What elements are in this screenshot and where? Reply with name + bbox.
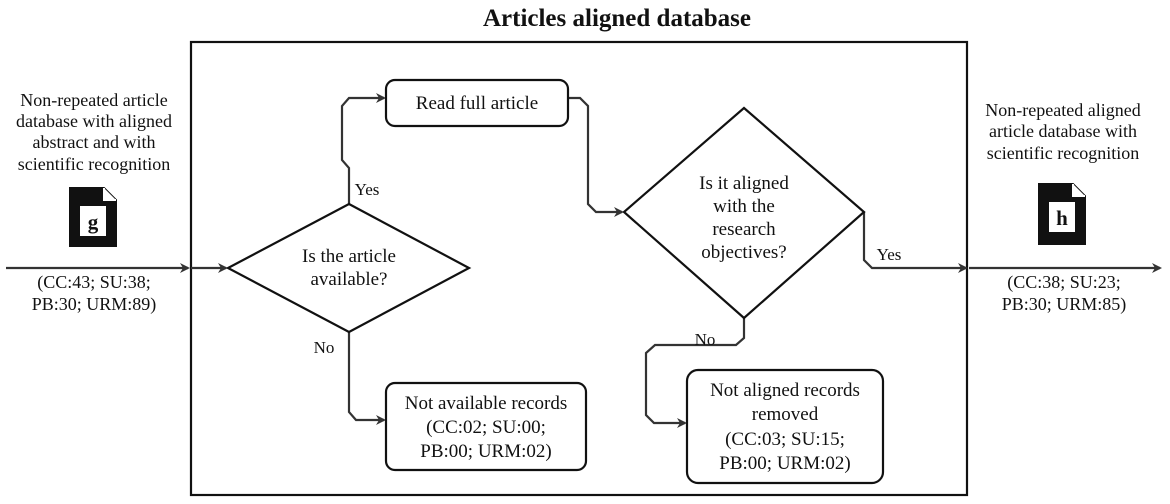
decision-text-line: Is the article xyxy=(302,246,396,267)
box-text-line: PB:00; URM:02) xyxy=(420,441,551,462)
box-text-line: Not available records xyxy=(405,393,567,414)
decision-text-line: objectives? xyxy=(701,242,786,263)
decision-text-line: with the xyxy=(713,196,775,217)
input-doc-letter: g xyxy=(88,210,99,234)
box-text-line: PB:00; URM:02) xyxy=(719,453,850,474)
diagram-title: Articles aligned database xyxy=(483,5,751,32)
decision-text-line: available? xyxy=(310,269,387,290)
output-counts-line: PB:30; URM:85) xyxy=(1002,294,1127,315)
yes-arrow-to-read xyxy=(340,93,386,204)
input-counts-line: PB:30; URM:89) xyxy=(32,294,157,315)
no-arrow-to-not-available xyxy=(347,332,386,425)
box-text-line: removed xyxy=(752,404,819,425)
decision-text-line: research xyxy=(712,219,776,240)
input-document-icon: g xyxy=(69,187,117,247)
no-arrow-to-not-aligned xyxy=(644,318,746,428)
edge-label-yes: Yes xyxy=(877,245,902,264)
box-not-aligned-records: Not aligned records removed (CC:03; SU:1… xyxy=(685,368,885,485)
box-text-line: (CC:02; SU:00; xyxy=(426,417,546,438)
output-caption-line: Non-repeated aligned xyxy=(985,100,1140,120)
input-caption-line: Non-repeated article xyxy=(20,90,167,110)
output-caption: Non-repeated aligned article database wi… xyxy=(985,100,1140,163)
output-caption-line: scientific recognition xyxy=(987,143,1139,163)
output-document-icon: h xyxy=(1038,183,1086,245)
edge-label-no: No xyxy=(314,338,335,357)
decision-text-line: Is it aligned xyxy=(699,173,789,194)
output-doc-letter: h xyxy=(1056,206,1068,230)
decision-aligned-objectives: Is it aligned with the research objectiv… xyxy=(622,106,866,320)
box-text-line: Not aligned records xyxy=(710,380,860,401)
decision-article-available: Is the article available? xyxy=(225,202,472,334)
input-caption-line: database with aligned xyxy=(16,111,172,131)
box-not-available-records: Not available records (CC:02; SU:00; PB:… xyxy=(384,381,588,472)
input-caption-line: abstract and with xyxy=(33,132,156,152)
output-caption-line: article database with xyxy=(989,121,1137,141)
read-to-aligned-arrow xyxy=(568,96,624,217)
process-read-full-article: Read full article xyxy=(384,78,570,128)
box-text-line: (CC:03; SU:15; xyxy=(725,429,845,450)
edge-label-no: No xyxy=(695,330,716,349)
output-counts-line: (CC:38; SU:23; xyxy=(1007,272,1121,293)
input-counts-line: (CC:43; SU:38; xyxy=(37,272,151,293)
yes-arrow-to-output xyxy=(862,212,968,273)
input-caption: Non-repeated article database with align… xyxy=(16,90,172,174)
process-text: Read full article xyxy=(416,93,538,114)
input-caption-line: scientific recognition xyxy=(18,154,170,174)
edge-label-yes: Yes xyxy=(355,180,380,199)
